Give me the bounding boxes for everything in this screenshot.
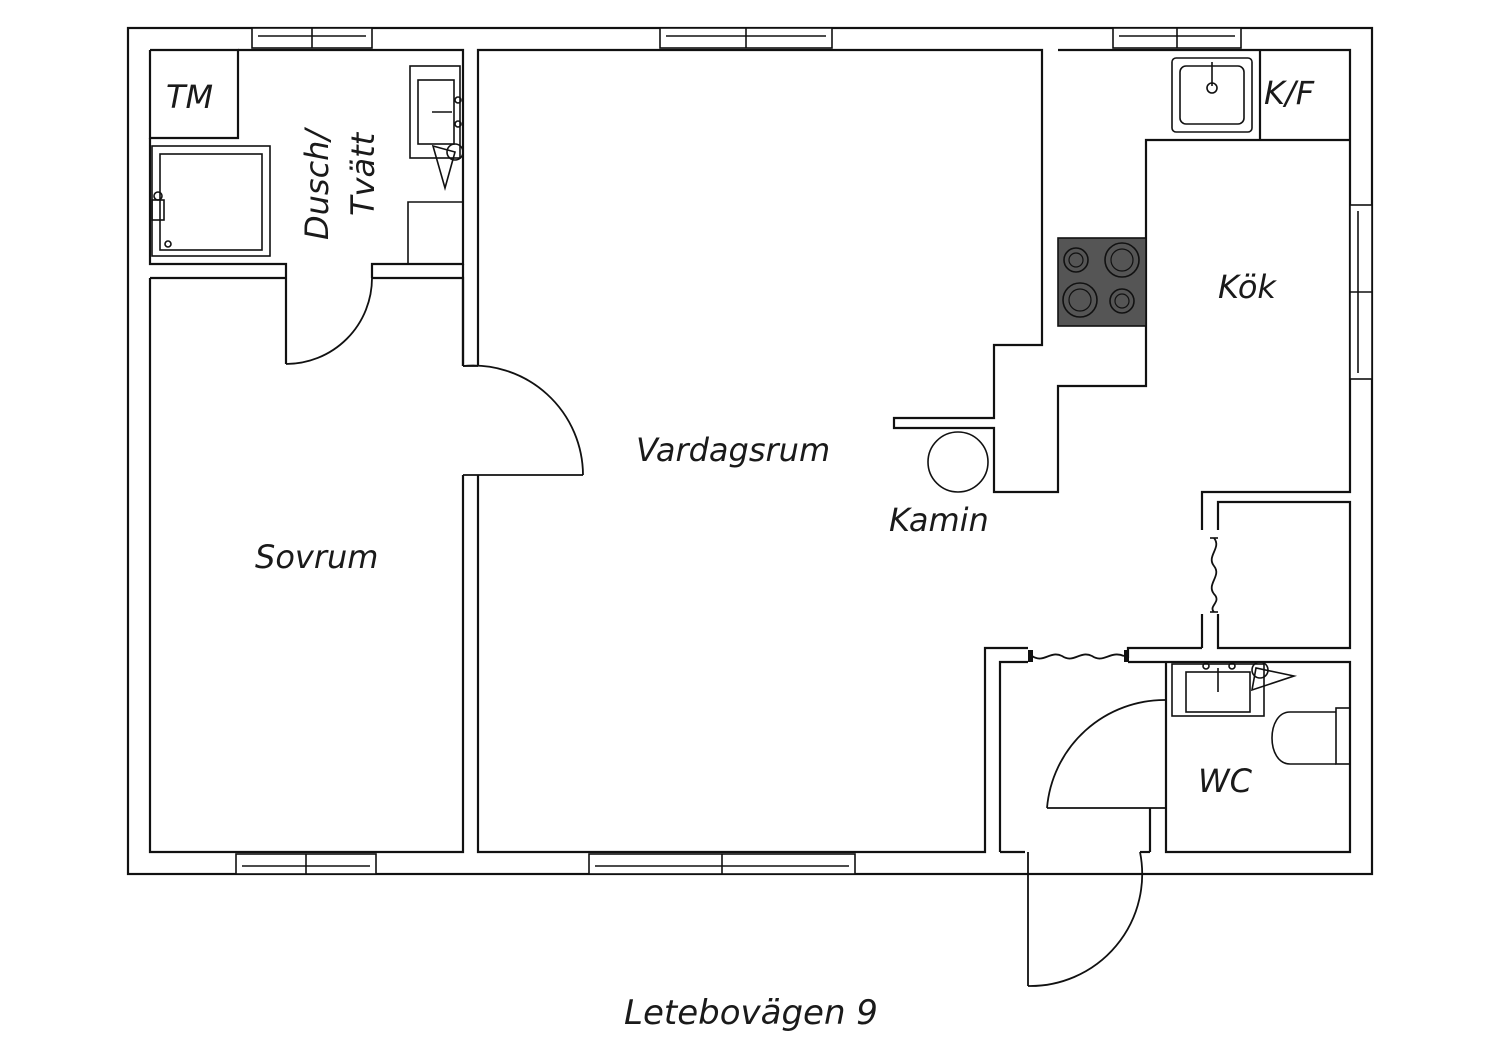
doors <box>285 277 1218 987</box>
plan-address: Letebovägen 9 <box>624 993 878 1033</box>
washer-niche <box>407 201 463 264</box>
stove <box>1057 237 1147 327</box>
wc-fixtures <box>1171 661 1351 765</box>
sink-kitchen <box>1171 57 1253 133</box>
label-dusch-line1: Dusch/ <box>298 127 336 240</box>
door-wc <box>1046 699 1167 809</box>
closet-slider-hall <box>1031 653 1125 660</box>
label-kf: K/F <box>1264 74 1315 112</box>
door-sovrum <box>462 364 584 476</box>
door-dusch <box>285 277 373 365</box>
windows <box>235 27 1373 875</box>
label-kok: Kök <box>1218 268 1277 306</box>
label-wc: WC <box>1198 762 1253 800</box>
label-kamin: Kamin <box>889 501 989 539</box>
closet-slider-right <box>1210 537 1218 613</box>
label-vardagsrum: Vardagsrum <box>636 431 830 469</box>
door-entrance <box>1027 851 1144 987</box>
sink-dusch <box>409 65 464 191</box>
shower <box>151 145 271 257</box>
label-sovrum: Sovrum <box>255 538 378 576</box>
label-dusch-line2: Tvätt <box>344 131 382 216</box>
room-labels: TM Dusch/ Tvätt Sovrum Vardagsrum Kamin … <box>166 74 1315 800</box>
label-tm: TM <box>166 78 213 116</box>
fireplace <box>927 431 989 493</box>
